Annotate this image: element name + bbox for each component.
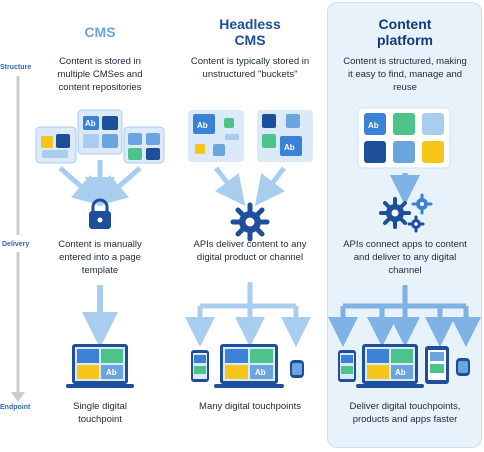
cms-structure-text: Content is stored in multiple CMSes and … xyxy=(57,56,143,93)
headless-title: Headless CMS xyxy=(219,16,281,48)
svg-text:Ab: Ab xyxy=(255,368,266,377)
row-label-delivery: Delivery xyxy=(2,241,30,248)
row-label-endpoint: Endpoint xyxy=(0,404,31,411)
svg-text:Ab: Ab xyxy=(368,121,379,130)
svg-text:Ab: Ab xyxy=(197,121,208,130)
platform-delivery-arrows xyxy=(328,285,481,347)
headless-devices-icon: Ab xyxy=(191,344,304,388)
platform-title: Content platform xyxy=(377,16,433,48)
headless-delivery-text: APIs deliver content to any digital prod… xyxy=(193,239,307,263)
row-label-structure: Structure xyxy=(0,64,32,71)
svg-text:Ab: Ab xyxy=(106,368,117,377)
headless-structure-arrows xyxy=(214,166,286,206)
headless-endpoint-text: Many digital touchpoints xyxy=(199,401,301,412)
platform-endpoint-text: Deliver digital touchpoints, products an… xyxy=(349,401,461,425)
platform-structure-text: Content is structured, making it easy to… xyxy=(343,56,467,93)
platform-gears-icon xyxy=(379,193,433,233)
platform-delivery-text: APIs connect apps to content and deliver… xyxy=(343,239,467,276)
platform-devices-icon: Ab xyxy=(338,344,470,388)
cms-repositories-icon: Ab xyxy=(35,109,165,164)
svg-text:Ab: Ab xyxy=(85,119,96,128)
headless-buckets-icon: Ab Ab xyxy=(188,110,313,162)
svg-text:Ab: Ab xyxy=(395,368,406,377)
cms-laptop-icon: Ab xyxy=(66,344,134,388)
headless-delivery-arrows xyxy=(185,282,311,347)
cms-structure-arrows xyxy=(58,160,142,207)
timeline-axis xyxy=(11,76,25,402)
headless-structure-text: Content is typically stored in unstructu… xyxy=(190,56,310,80)
cms-title: CMS xyxy=(84,24,116,40)
cms-endpoint-text: Single digital touchpoint xyxy=(73,401,127,425)
lock-icon xyxy=(89,198,111,229)
svg-text:Ab: Ab xyxy=(284,143,295,152)
gear-icon xyxy=(230,202,270,242)
cms-delivery-text: Content is manually entered into a page … xyxy=(58,239,142,276)
platform-structured-icon: Ab xyxy=(357,107,451,169)
